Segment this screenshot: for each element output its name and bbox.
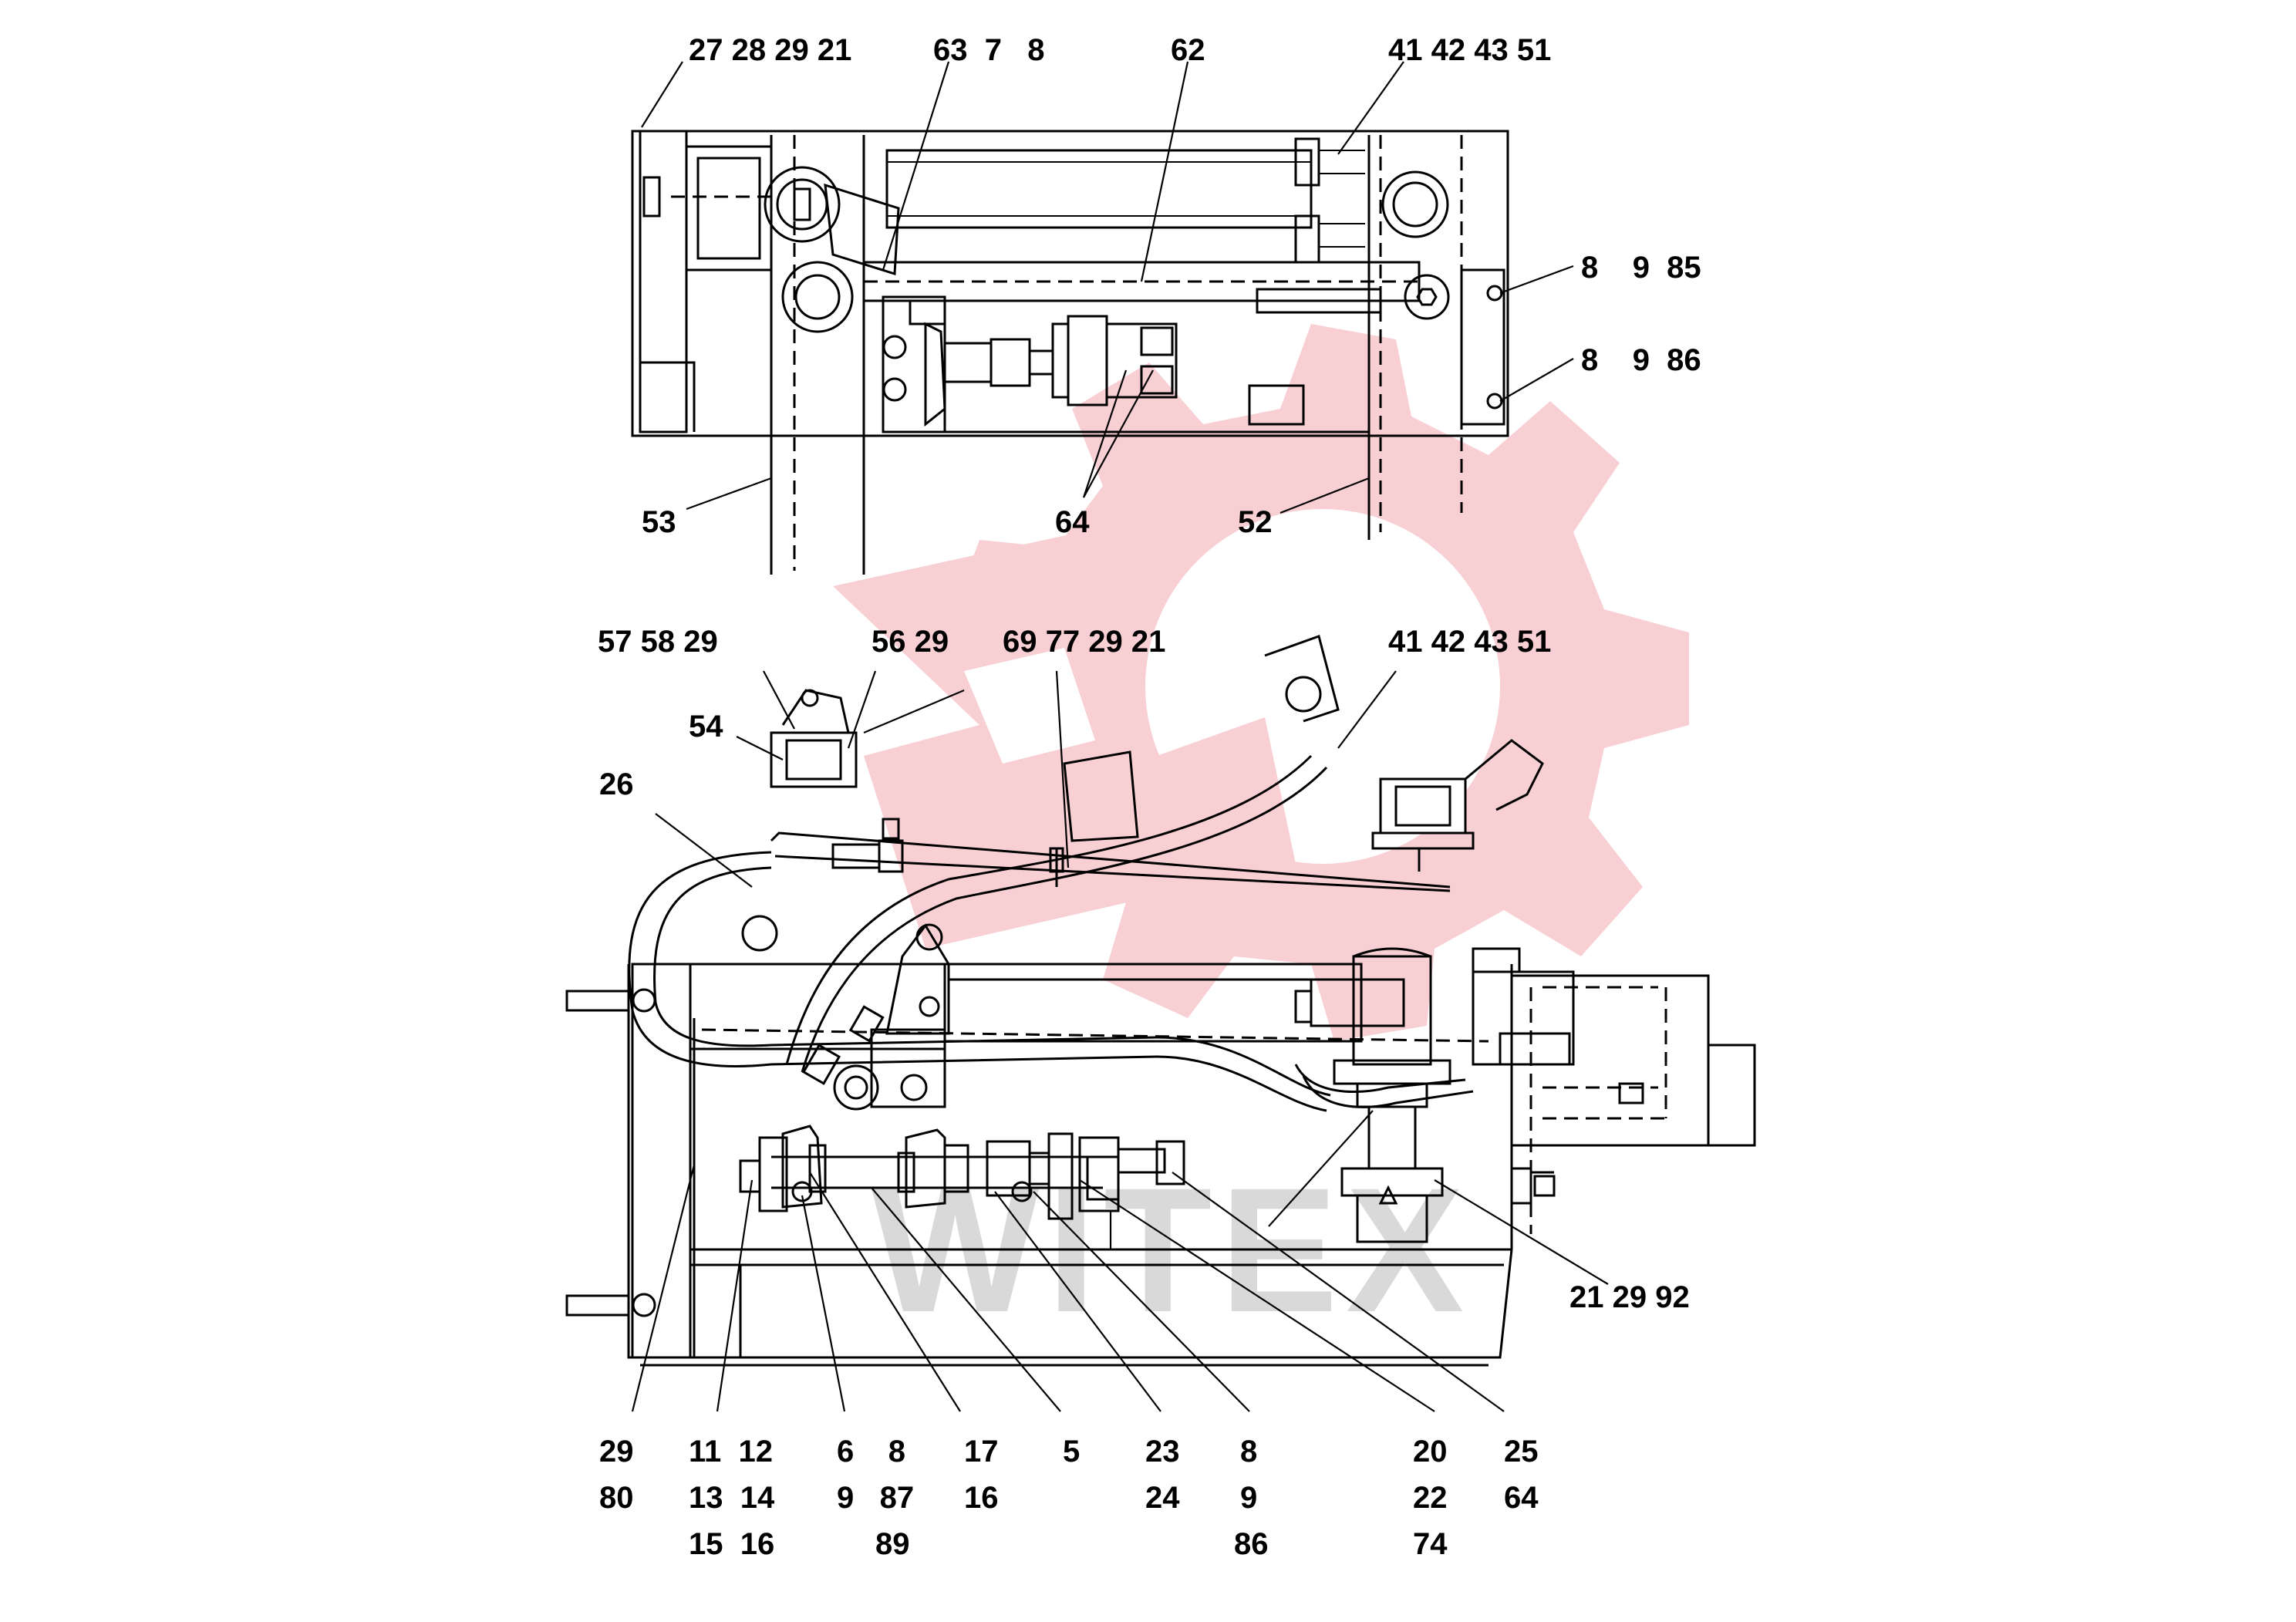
callout-22: 22 — [1413, 1481, 1448, 1515]
callout-9: 9 — [1240, 1481, 1257, 1515]
callout-52: 52 — [1238, 505, 1273, 539]
callout-54: 54 — [689, 710, 723, 744]
callout-24: 24 — [1145, 1481, 1180, 1515]
side-view-drawing — [565, 635, 1756, 1367]
callout-5: 5 — [1063, 1435, 1080, 1469]
callout-63-7-8: 63 7 8 — [933, 33, 1045, 67]
top-view-drawing — [631, 130, 1509, 575]
bottom-callouts: 57 58 29 56 29 69 77 29 21 41 42 43 51 5… — [598, 625, 1690, 1561]
callout-53: 53 — [642, 505, 676, 539]
callout-23: 23 — [1145, 1435, 1180, 1469]
callout-41-42-43-51-top: 41 42 43 51 — [1388, 33, 1551, 67]
callout-11-12: 11 12 — [689, 1435, 773, 1469]
callout-13-14: 13 14 — [689, 1481, 775, 1515]
callout-62: 62 — [1171, 33, 1205, 67]
callout-64-bottom: 64 — [1504, 1481, 1539, 1515]
callout-15-16: 15 16 — [689, 1527, 774, 1561]
callout-41-42-43-51-bottom: 41 42 43 51 — [1388, 625, 1551, 659]
callout-25: 25 — [1504, 1435, 1539, 1469]
callout-9-87: 9 87 — [837, 1481, 914, 1515]
callout-8-9-86-top: 8 9 86 — [1581, 343, 1701, 377]
callout-17: 17 — [964, 1435, 999, 1469]
callout-57-58-29: 57 58 29 — [598, 625, 718, 659]
callout-80: 80 — [599, 1481, 634, 1515]
top-callouts: 27 28 29 21 63 7 8 62 41 42 43 51 8 9 85… — [642, 33, 1701, 539]
callout-86: 86 — [1234, 1527, 1269, 1561]
callout-8-9-85: 8 9 85 — [1581, 251, 1701, 285]
callout-27-28-29-21: 27 28 29 21 — [689, 33, 851, 67]
callout-26: 26 — [599, 767, 634, 801]
callout-29: 29 — [599, 1435, 634, 1469]
callout-6-8: 6 8 — [837, 1435, 905, 1469]
callout-16: 16 — [964, 1481, 999, 1515]
side-view-leaders — [631, 670, 1609, 1412]
callout-21-29-92: 21 29 92 — [1569, 1280, 1690, 1314]
top-view-leaders — [641, 61, 1574, 514]
callout-69-77-29-21: 69 77 29 21 — [1003, 625, 1165, 659]
callout-74: 74 — [1413, 1527, 1448, 1561]
callout-64-top: 64 — [1055, 505, 1090, 539]
callout-8: 8 — [1240, 1435, 1257, 1469]
callout-20: 20 — [1413, 1435, 1448, 1469]
callout-56-29: 56 29 — [872, 625, 949, 659]
callout-89: 89 — [875, 1527, 910, 1561]
